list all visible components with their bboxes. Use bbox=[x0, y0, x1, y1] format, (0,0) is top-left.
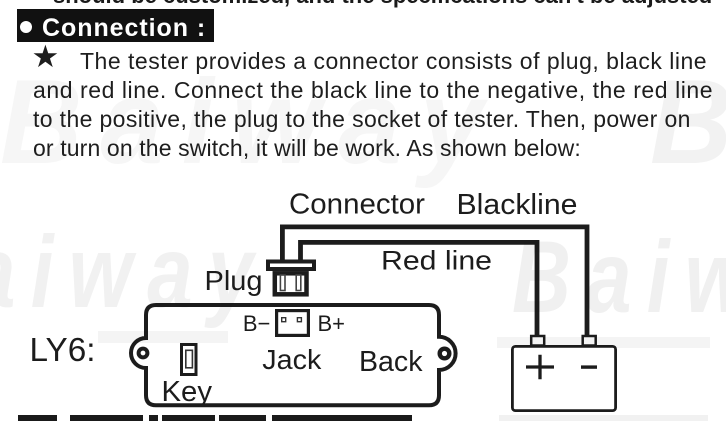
svg-text:B−: B− bbox=[243, 311, 271, 336]
svg-text:Key: Key bbox=[162, 376, 213, 408]
svg-text:LY6:: LY6: bbox=[30, 331, 96, 368]
svg-text:Jack: Jack bbox=[262, 344, 322, 375]
svg-text:Back: Back bbox=[359, 346, 423, 378]
svg-text:Blackline: Blackline bbox=[457, 189, 578, 221]
svg-text:Connector: Connector bbox=[289, 189, 425, 221]
svg-text:Red line: Red line bbox=[381, 246, 492, 276]
svg-text:Plug: Plug bbox=[205, 265, 263, 296]
svg-text:B+: B+ bbox=[318, 311, 346, 336]
